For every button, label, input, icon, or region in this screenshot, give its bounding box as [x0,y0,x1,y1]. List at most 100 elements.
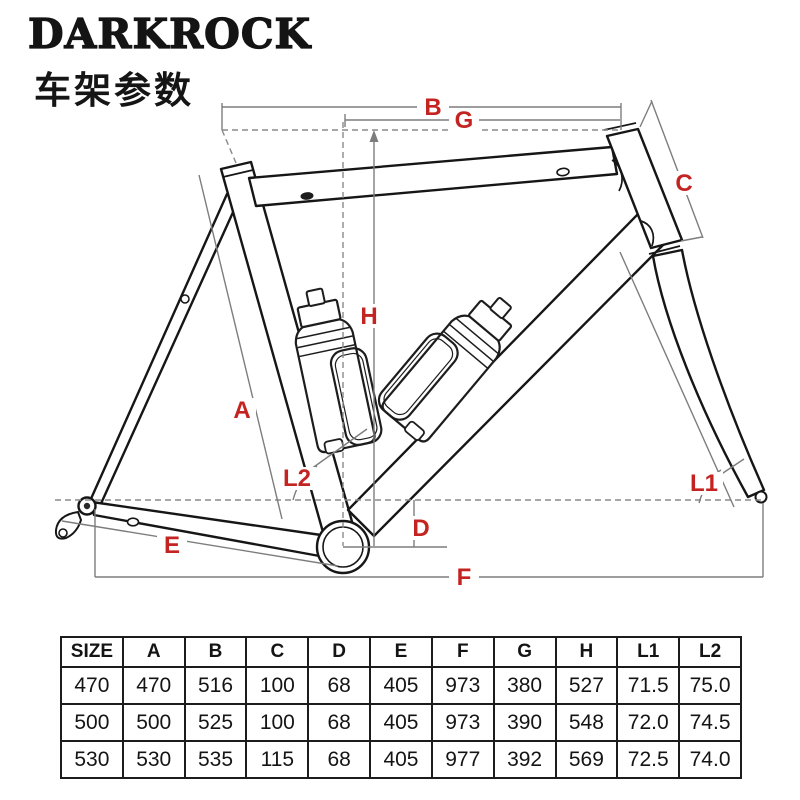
seat-stay-boss [180,294,190,304]
table-header-cell: F [430,636,495,668]
table-cell: 525 [183,703,248,742]
page-title: 车架参数 [34,70,194,111]
table-header-cell: H [554,636,619,668]
table-header-cell: SIZE [60,636,124,668]
table-cell: 72.5 [616,740,681,779]
dim-c-tick-top [639,100,653,128]
bike-frame [54,122,768,575]
dim-label-a: A [233,397,250,424]
dim-label-l1: L1 [690,470,718,497]
table-cell: 973 [430,703,495,742]
label-bg [407,516,435,540]
table-cell: 569 [554,740,619,779]
dimension-lines [55,99,764,578]
head-tube-weld-arc-top [611,159,623,192]
table-cell: 68 [307,666,372,705]
ref-steering-axis [619,251,735,508]
dim-c-tick-bottom [680,236,703,242]
table-cell: 500 [121,703,186,742]
top-tube [247,145,619,208]
table-header-cell: G [492,636,557,668]
seat-stay [88,192,241,510]
label-bg [669,171,699,195]
table-cell: 470 [60,666,124,705]
table-cell: 500 [60,703,124,742]
table-cell: 405 [369,666,433,705]
brand-logo: DARKROCK [27,9,312,58]
table-header-cell: L1 [616,636,681,668]
label-bg [449,565,479,589]
chain-stay-boss [126,517,140,527]
label-bg [228,398,256,422]
table-cell: 75.0 [678,666,742,705]
top-tube-port-front [556,167,570,177]
table-cell: 516 [183,666,248,705]
table-cell: 548 [554,703,619,742]
table-cell: 115 [245,740,310,779]
table-cell: 535 [183,740,248,779]
table-cell: 392 [492,740,557,779]
table-cell: 470 [121,666,186,705]
fork-crown-line [648,245,681,255]
table-cell: 527 [554,666,619,705]
dim-c-line [650,99,704,239]
head-tube-weld-arc-bottom [640,220,655,247]
dim-label-f: F [457,564,472,591]
table-header-row: SIZE A B C D E F G H L1 L2 [60,636,742,668]
label-bg [449,109,479,131]
dim-h-arrow [369,130,379,142]
dim-label-d: D [412,515,429,542]
label-bg [157,533,187,557]
table-cell: 380 [492,666,557,705]
table-cell: 68 [307,703,372,742]
dim-label-g: G [455,107,474,134]
dim-label-l2: L2 [283,465,311,492]
dim-l2-pointer [310,428,368,470]
table-cell: 977 [430,740,495,779]
table-row: 530 530 535 115 68 405 977 392 569 72.5 … [60,740,742,779]
dim-label-h: H [360,303,377,330]
rear-axle [83,502,91,510]
table-cell: 530 [121,740,186,779]
table-header-cell: A [121,636,186,668]
table-cell: 72.0 [616,703,681,742]
label-bg [278,467,316,490]
table-header-cell: D [307,636,372,668]
dim-a-line [198,174,283,520]
ref-dash-seat-top [221,129,237,164]
fork-blade [651,248,766,499]
label-bg [685,472,723,495]
table-row: 500 500 525 100 68 405 973 390 548 72.0 … [60,703,742,742]
head-tube [605,127,684,250]
label-bg [417,96,449,118]
table-cell: 973 [430,666,495,705]
table-row: 470 470 516 100 68 405 973 380 527 71.5 … [60,666,742,705]
table-cell: 405 [369,703,433,742]
dim-label-b: B [424,94,441,121]
table-cell: 74.5 [678,703,742,742]
label-bg [355,304,383,328]
seat-collar-line [222,169,254,178]
top-tube-port-rear [300,192,314,200]
headset-top-cap-line [603,122,637,131]
table-cell: 74.0 [678,740,742,779]
dim-label-e: E [164,532,180,559]
table-cell: 71.5 [616,666,681,705]
geometry-table: SIZE A B C D E F G H L1 L2 470 470 516 1… [60,636,742,779]
table-cell: 405 [369,740,433,779]
dim-e-line [61,520,339,567]
table-header-cell: B [183,636,248,668]
dim-label-c: C [675,170,692,197]
frame-geometry-diagram: A B C D E F G H L1 L2 [54,94,768,591]
front-dropout-eye [754,490,768,504]
table-header-cell: E [369,636,433,668]
table-cell: 100 [245,703,310,742]
table-header-cell: L2 [678,636,742,668]
table-cell: 390 [492,703,557,742]
table-cell: 68 [307,740,372,779]
table-cell: 530 [60,740,124,779]
dimension-labels: A B C D E F G H L1 L2 [157,94,723,591]
quick-release-nut [58,528,68,538]
table-header-cell: C [245,636,310,668]
table-cell: 100 [245,666,310,705]
